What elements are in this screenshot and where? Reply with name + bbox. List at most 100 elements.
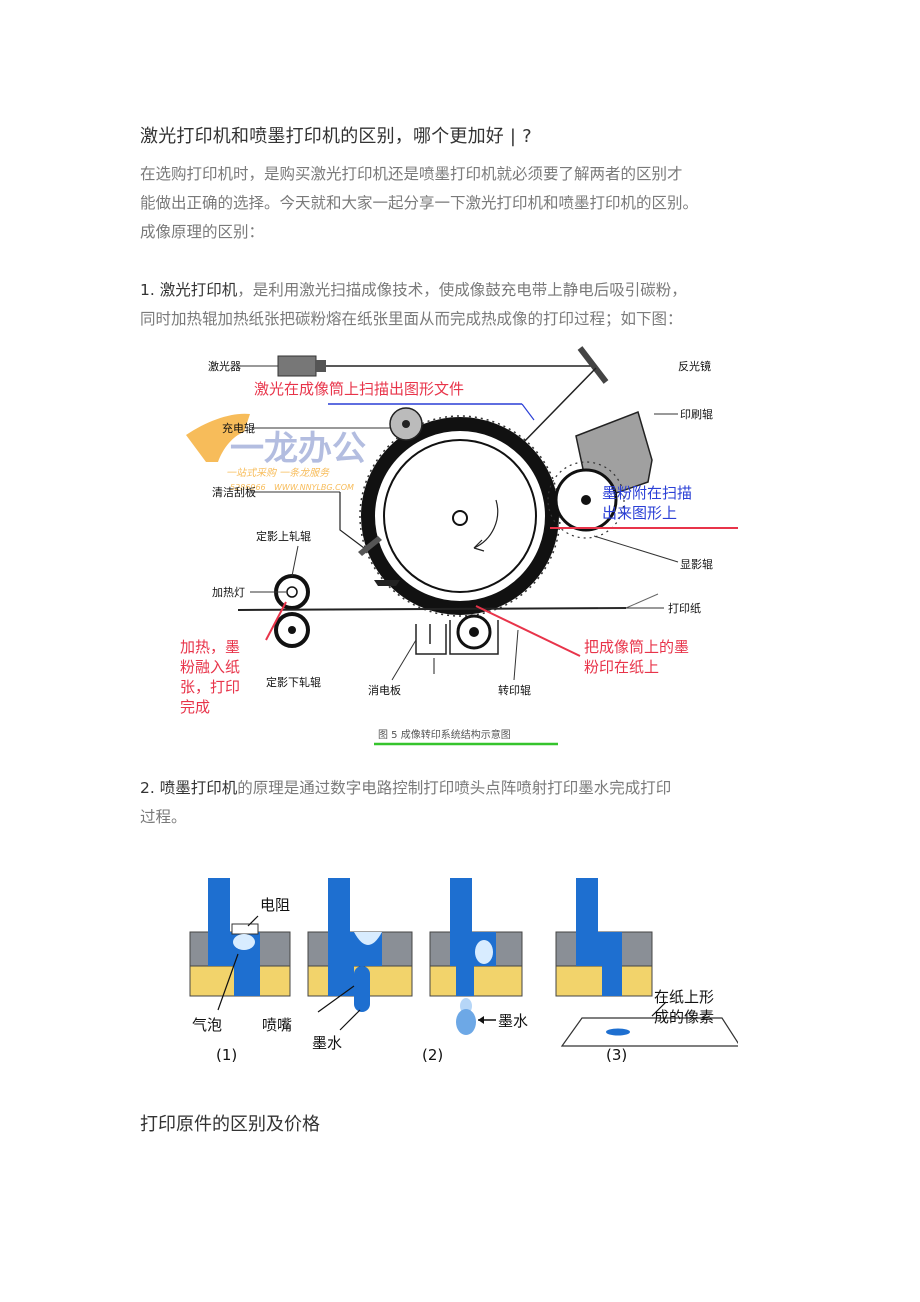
bubble-leader (217, 953, 239, 1011)
inkjet-line-1: 2. 喷墨打印机的原理是通过数字电路控制打印喷头点阵喷射打印墨水完成打印 (140, 774, 800, 803)
article-title: 激光打印机和喷墨打印机的区别，哪个更加好 | ? (140, 122, 532, 148)
eraser-leader (391, 639, 417, 681)
stage-1-number: (1) (216, 1046, 237, 1064)
label-charge-roller: 充电辊 (222, 421, 255, 435)
laser-number: 1. (140, 281, 155, 299)
waste-toner-tray (374, 580, 400, 586)
laser-printer-diagram: 一龙办公 一站式采购 一条龙服务 5286966 WWW.NNYLBG.COM … (180, 346, 738, 746)
charge-roller-axle (402, 420, 410, 428)
label-eraser-plate: 消电板 (368, 683, 401, 697)
reflected-beam (517, 367, 597, 449)
stage-1-ink-channel (208, 878, 260, 996)
annotation-transfer-line-2: 粉印在纸上 (584, 658, 659, 676)
stage-1b: 喷嘴 墨水 (262, 878, 413, 1052)
stage-3: 在纸上形 成的像素 (3) (555, 878, 738, 1064)
rotation-arrowhead (473, 539, 485, 552)
rotation-arrow-icon (473, 499, 499, 549)
label-fuser-upper: 定影上轧辊 (256, 529, 311, 543)
label-bubble: 气泡 (192, 1016, 222, 1034)
label-pixel-line-1: 在纸上形 (654, 988, 714, 1006)
watermark-site: WWW.NNYLBG.COM (274, 483, 354, 492)
label-transfer-roller: 转印辊 (498, 683, 531, 697)
annotation-heat-line-3: 张，打印 (180, 678, 240, 696)
laser-term: 激光打印机 (159, 281, 238, 299)
drum-axle (452, 510, 468, 526)
section-heading: 打印原件的区别及价格 (140, 1114, 320, 1135)
article-title-text: 激光打印机和喷墨打印机的区别，哪个更加好 (140, 126, 504, 147)
laser-emitter (277, 355, 317, 377)
intro-line-1: 在选购打印机时，是购买激光打印机还是喷墨打印机就必须要了解两者的区别才 (140, 165, 683, 183)
drum-inner-ring (383, 439, 537, 593)
laser-line-1-rest: ，是利用激光扫描成像技术，使成像鼓充电带上静电后吸引碳粉， (237, 281, 687, 299)
annotation-scan: 激光在成像筒上扫描出图形文件 (254, 380, 464, 398)
ink-b-arrowhead (478, 1016, 484, 1024)
stage-2: 墨水 (2) (422, 878, 528, 1064)
transfer-roller-frame (449, 620, 499, 655)
eraser-plate (415, 624, 447, 655)
inkjet-paragraph: 2. 喷墨打印机的原理是通过数字电路控制打印喷头点阵喷射打印墨水完成打印 过程。 (140, 774, 800, 832)
figure1-caption: 图 5 成像转印系统结构示意图 (378, 728, 511, 741)
stage-1b-bubble (354, 932, 382, 945)
laser-line-2: 同时加热辊加热纸张把碳粉熔在纸张里面从而完成热成像的打印过程；如下图： (140, 310, 683, 328)
laser-paragraph: 1. 激光打印机，是利用激光扫描成像技术，使成像鼓充电带上静电后吸引碳粉， 同时… (140, 276, 800, 334)
ink-a-leader (339, 1009, 361, 1031)
annotation-transfer-line-1: 把成像筒上的墨 (584, 638, 689, 656)
transfer-pointer (475, 605, 581, 657)
label-ink-a: 墨水 (312, 1034, 342, 1052)
inkjet-term: 喷墨打印机 (159, 779, 238, 797)
label-ink-b: 墨水 (498, 1012, 528, 1030)
paper-guide (625, 593, 659, 609)
developer-roller-dots (547, 461, 625, 539)
transfer-roller-leader (513, 629, 519, 681)
label-paper: 打印纸 (668, 601, 701, 615)
label-heat-lamp: 加热灯 (212, 586, 245, 599)
transfer-roller-axle (469, 627, 479, 637)
annotation-heat-line-1: 加热，墨 (180, 638, 240, 656)
stage-1-resistor (231, 923, 259, 935)
fuser-lower-axle (288, 626, 296, 634)
label-cleaning-blade: 清洁刮板 (212, 485, 256, 499)
developer-roller-axle (581, 495, 591, 505)
stage-1b-ink-channel (328, 878, 382, 996)
annotation-toner-line-2: 出来图形上 (602, 504, 677, 522)
nozzle-leader (317, 985, 355, 1013)
inkjet-nozzle-diagram: 电阻 气泡 (1) 喷嘴 墨水 墨水 ( (189, 878, 738, 1064)
watermark-phone: 5286966 (230, 483, 266, 492)
label-print-roller: 印刷辊 (680, 407, 713, 421)
annotation-heat-line-4: 完成 (180, 698, 210, 716)
paper-sheet (237, 607, 627, 611)
fuser-upper-leader (291, 545, 299, 577)
heat-lamp-icon (286, 586, 298, 598)
watermark-mark-icon (186, 413, 250, 462)
resistor-leader (247, 915, 259, 927)
intro-paragraph: 在选购打印机时，是购买激光打印机还是喷墨打印机就必须要了解两者的区别才 能做出正… (140, 160, 800, 247)
label-developer-roller: 显影辊 (680, 557, 713, 571)
label-laser: 激光器 (208, 359, 241, 373)
watermark-slogan: 一站式采购 一条龙服务 (226, 467, 330, 479)
mirror-icon (577, 346, 609, 384)
label-resistor: 电阻 (260, 896, 290, 914)
label-nozzle: 喷嘴 (262, 1016, 292, 1034)
annotation-heat-line-2: 粉融入纸 (180, 658, 240, 676)
stage-2-droplet (456, 1009, 476, 1035)
paper-sheet-stage-3 (560, 1017, 738, 1047)
stage-2-number: (2) (422, 1046, 443, 1064)
scan-pointer (521, 403, 535, 421)
watermark-logo: 一龙办公 一站式采购 一条龙服务 5286966 WWW.NNYLBG.COM (186, 413, 366, 492)
pixel-leader (651, 1001, 667, 1017)
watermark-brand: 一龙办公 (230, 429, 366, 469)
label-fuser-lower: 定影下轧辊 (266, 675, 321, 689)
printed-pixel (606, 1028, 630, 1036)
stage-2-ink-channel (450, 878, 496, 996)
stage-1-bubble (233, 934, 255, 950)
developer-roller-leader (593, 535, 679, 563)
inkjet-number: 2. (140, 779, 155, 797)
stage-2-lower-block (429, 965, 523, 997)
heat-pointer (265, 601, 287, 641)
intro-line-2: 能做出正确的选择。今天就和大家一起分享一下激光打印机和喷墨打印机的区别。 (140, 194, 699, 212)
laser-line-1: 1. 激光打印机，是利用激光扫描成像技术，使成像鼓充电带上静电后吸引碳粉， (140, 276, 800, 305)
stage-1: 电阻 气泡 (1) (189, 878, 291, 1064)
article-title-suffix: | ? (509, 126, 532, 147)
laser-nozzle (316, 360, 326, 372)
